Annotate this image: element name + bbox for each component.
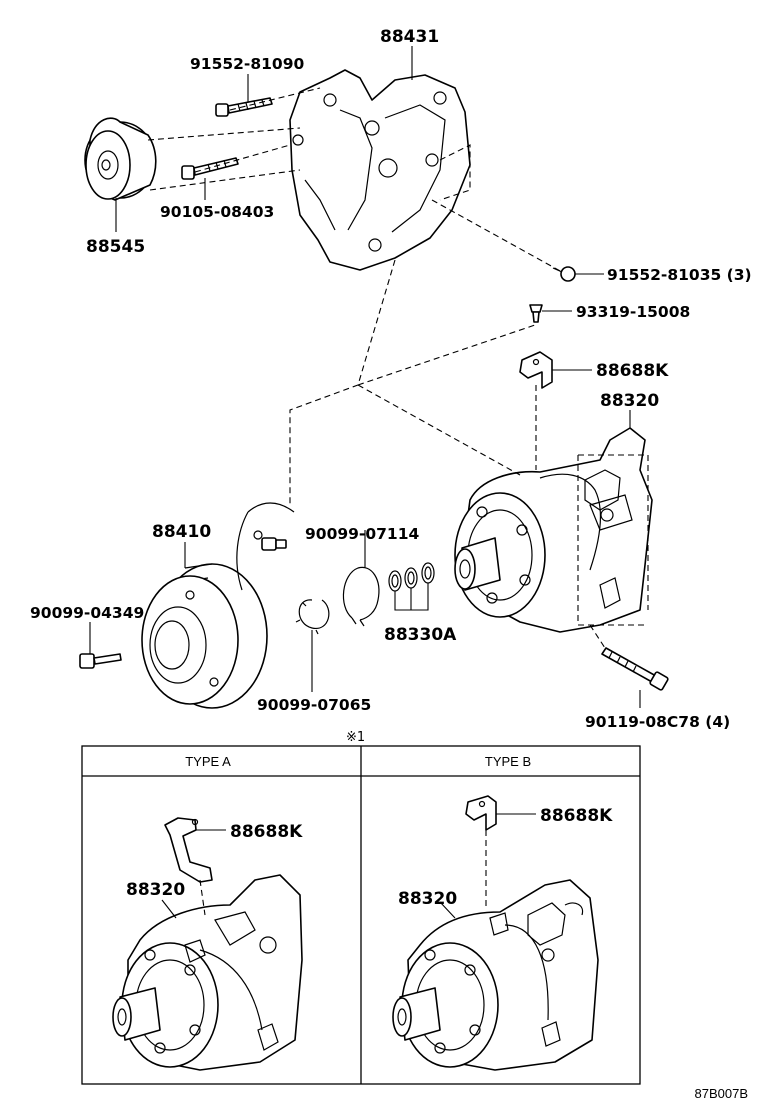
bolt-90105-08403	[181, 157, 239, 180]
label-shims: 88330A	[384, 625, 457, 645]
label-bolt-top: 91552-81090	[190, 55, 304, 73]
type-b-compressor-label: 88320	[398, 889, 457, 909]
label-bolt-clutch: 90099-04349	[30, 604, 144, 622]
note-mark: ※1	[346, 730, 365, 745]
diagram-code: 87B007B	[695, 1086, 749, 1101]
bolt-90099-04349	[79, 653, 122, 669]
screw-93319-15008	[529, 304, 543, 323]
label-screw: 93319-15008	[576, 303, 690, 321]
label-leaders	[89, 46, 641, 708]
bolt-90119-08c78	[601, 647, 669, 691]
type-b-clamp-label: 88688K	[540, 806, 613, 826]
label-bolt-right: 91552-81035 (3)	[607, 266, 752, 284]
type-a-header: TYPE A	[185, 754, 231, 769]
type-table: ※1 TYPE A TYPE B	[81, 730, 641, 1085]
label-snap-ring-small: 90099-07114	[305, 525, 419, 543]
label-bolt-compressor: 90119-08C78 (4)	[585, 713, 730, 731]
compressor-main	[454, 427, 653, 633]
assembly-lines	[147, 87, 606, 649]
magnetic-clutch	[141, 502, 295, 709]
type-a-compressor: 88688K 88320	[112, 817, 303, 1071]
type-b-compressor: 88688K 88320	[392, 795, 613, 1071]
part-labels: 88431 91552-81090 90105-08403 88545 9155…	[30, 27, 752, 731]
label-clutch: 88410	[152, 522, 211, 542]
idler-pulley	[84, 117, 157, 201]
snap-ring-large	[295, 599, 330, 635]
label-snap-ring-large: 90099-07065	[257, 696, 371, 714]
shims	[388, 562, 435, 611]
label-clamp: 88688K	[596, 361, 669, 381]
label-bolt-mid: 90105-08403	[160, 203, 274, 221]
snap-ring-small	[342, 566, 380, 627]
label-idler-pulley: 88545	[86, 237, 145, 257]
type-a-compressor-label: 88320	[126, 880, 185, 900]
compressor-bracket	[289, 69, 471, 271]
type-b-header: TYPE B	[485, 754, 531, 769]
label-bracket: 88431	[380, 27, 439, 47]
clamp-88688k	[519, 351, 553, 389]
type-a-clamp-label: 88688K	[230, 822, 303, 842]
label-compressor: 88320	[600, 391, 659, 411]
